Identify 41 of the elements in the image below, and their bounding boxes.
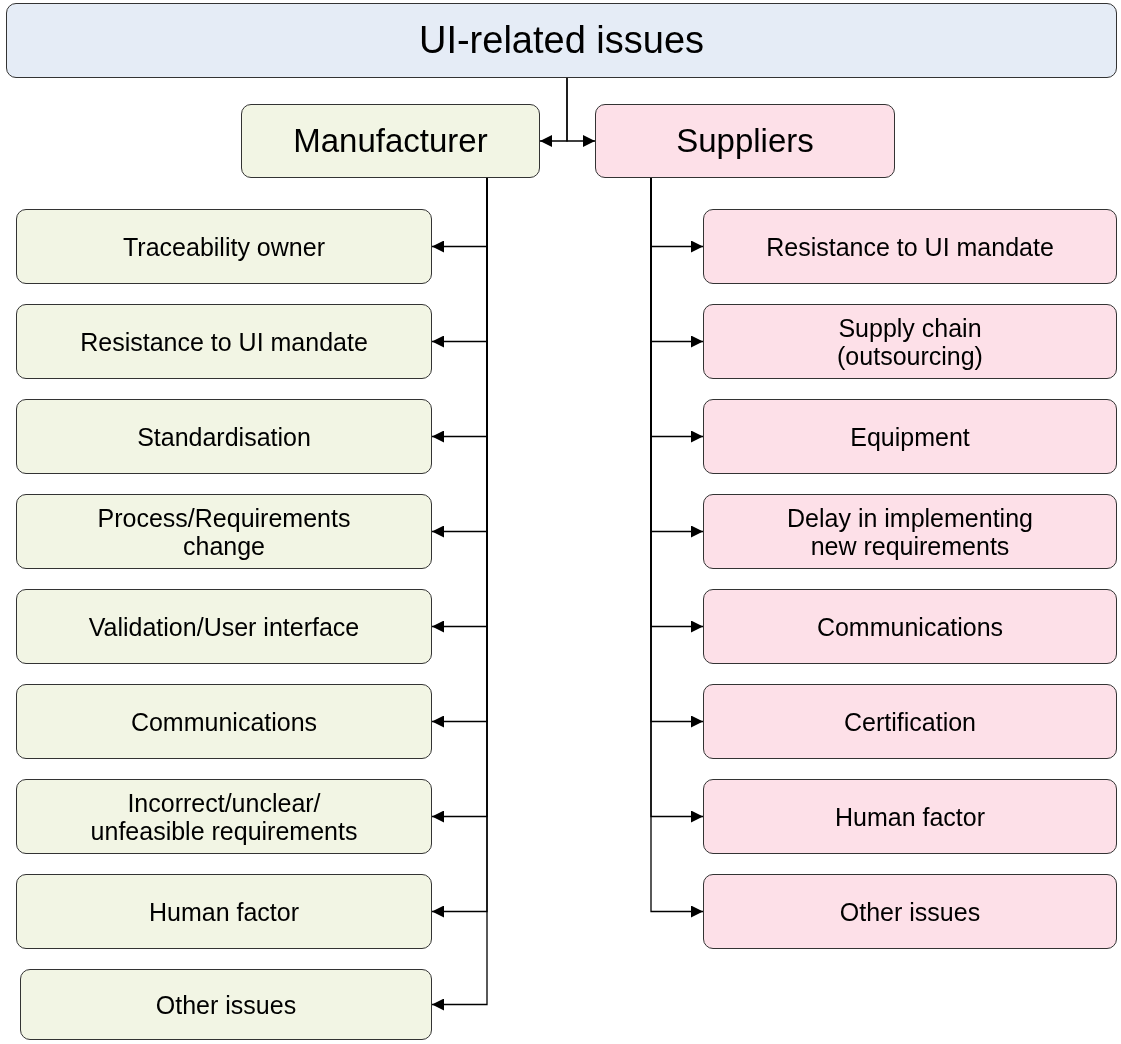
category-box xyxy=(20,969,432,1040)
category-box xyxy=(703,684,1117,759)
category-box xyxy=(703,399,1117,474)
category-box xyxy=(16,684,432,759)
box-label: Incorrect/unclear/ unfeasible requirements xyxy=(89,788,359,845)
box-label: Equipment xyxy=(850,422,970,451)
box-label: UI-related issues xyxy=(418,19,705,62)
box-label: Delay in implementing new requirements xyxy=(786,503,1034,560)
category-box xyxy=(16,779,432,854)
box-label: Suppliers xyxy=(676,122,814,160)
box-label: Supply chain (outsourcing) xyxy=(836,313,984,370)
box-label: Standardisation xyxy=(137,422,311,451)
category-box xyxy=(16,304,432,379)
category-box xyxy=(703,779,1117,854)
category-box xyxy=(16,874,432,949)
category-box xyxy=(16,399,432,474)
category-box xyxy=(595,104,895,178)
box-label: Other issues xyxy=(155,990,297,1019)
box-label: Human factor xyxy=(834,802,986,831)
connector-arrow xyxy=(566,77,596,147)
category-box xyxy=(241,104,540,178)
box-label: Other issues xyxy=(839,897,981,926)
title-box xyxy=(6,3,1117,78)
box-label: Communications xyxy=(130,707,318,736)
category-box xyxy=(16,494,432,569)
category-box xyxy=(16,589,432,664)
category-box xyxy=(703,209,1117,284)
box-label: Validation/User interface xyxy=(88,612,360,641)
box-label: Resistance to UI mandate xyxy=(80,327,368,356)
box-label: Certification xyxy=(844,707,976,736)
category-box xyxy=(703,589,1117,664)
category-box xyxy=(703,304,1117,379)
category-box xyxy=(703,874,1117,949)
box-label: Human factor xyxy=(148,897,300,926)
category-box xyxy=(703,494,1117,569)
box-label: Resistance to UI mandate xyxy=(766,232,1054,261)
box-label: Process/Requirements change xyxy=(96,503,352,560)
box-label: Communications xyxy=(816,612,1004,641)
category-box xyxy=(16,209,432,284)
box-label: Manufacturer xyxy=(293,122,488,160)
box-label: Traceability owner xyxy=(123,232,325,261)
